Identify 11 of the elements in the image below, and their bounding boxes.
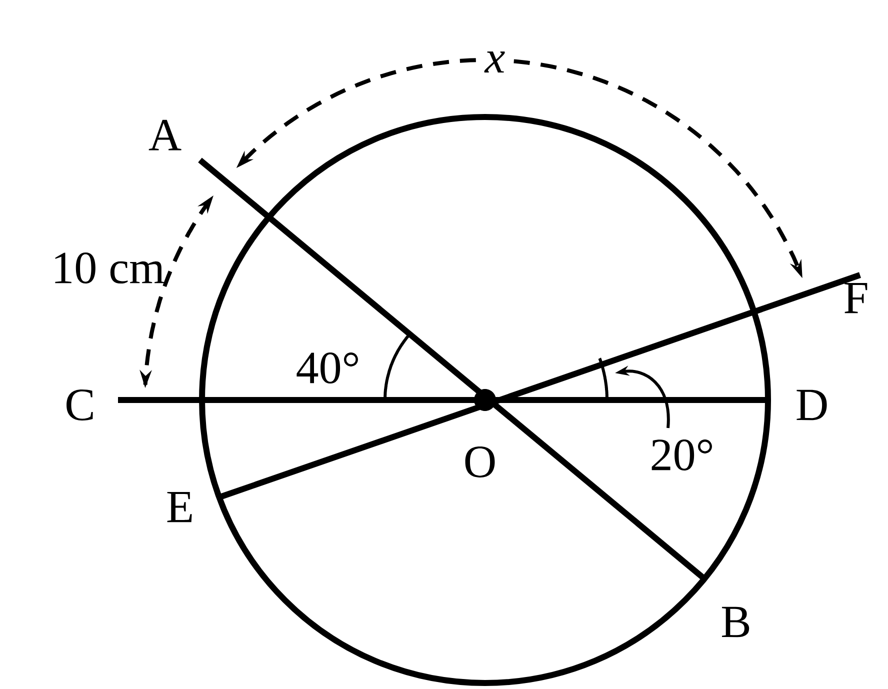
point-label: A [148, 120, 182, 150]
point-label: 20° [652, 439, 712, 471]
point-label: B [722, 606, 750, 638]
point-label: O [465, 446, 495, 478]
point-label: F [844, 282, 868, 314]
point-label: 10 cm [55, 252, 164, 284]
variable-label: x [482, 49, 508, 75]
point-label: E [167, 492, 192, 522]
point-label: 40° [296, 352, 358, 384]
point-label: D [796, 390, 827, 420]
point-label: C [66, 390, 93, 420]
